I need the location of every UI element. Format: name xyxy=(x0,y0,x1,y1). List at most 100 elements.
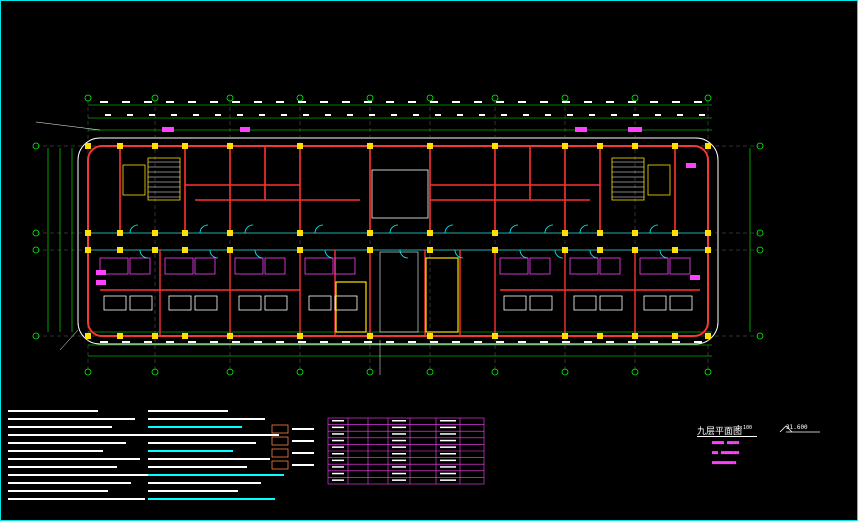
door-swing xyxy=(254,249,264,259)
dimension-label xyxy=(606,101,614,103)
dimension-label xyxy=(523,114,529,116)
dimension-label xyxy=(672,341,680,343)
dimension-label xyxy=(589,114,595,116)
dimension-label xyxy=(518,341,526,343)
dimension-label xyxy=(210,341,218,343)
bed xyxy=(599,295,623,311)
column xyxy=(85,230,91,236)
dimension-label xyxy=(694,101,702,103)
note-line xyxy=(8,410,98,412)
dimension-label xyxy=(144,341,152,343)
bathroom-pod xyxy=(234,257,264,275)
axis-bubble-bottom xyxy=(631,368,639,376)
dimension-label xyxy=(100,101,108,103)
dimension-label xyxy=(276,341,284,343)
bathroom-pod xyxy=(569,257,599,275)
dimension-label xyxy=(364,101,372,103)
column xyxy=(672,247,678,253)
dimension-label xyxy=(650,101,658,103)
dimension-label xyxy=(545,114,551,116)
structural-columns xyxy=(85,143,711,339)
axis-bubble-bottom xyxy=(296,368,304,376)
note-line xyxy=(148,458,270,460)
door-swing xyxy=(209,249,219,259)
column xyxy=(672,230,678,236)
bathroom-pod xyxy=(304,257,334,275)
column xyxy=(492,230,498,236)
dimension-label xyxy=(496,101,504,103)
column xyxy=(705,333,711,339)
dimension-label xyxy=(386,101,394,103)
note-line xyxy=(148,434,279,436)
note-line xyxy=(148,426,242,428)
dimension-label xyxy=(122,341,130,343)
dimension-label xyxy=(677,114,683,116)
dimension-label xyxy=(452,101,460,103)
schedule-cell-text xyxy=(440,472,456,475)
column xyxy=(367,230,373,236)
bathroom-pod xyxy=(99,257,129,275)
column xyxy=(672,143,678,149)
column xyxy=(182,333,188,339)
column xyxy=(562,247,568,253)
dimension-label xyxy=(188,341,196,343)
dimension-label xyxy=(386,341,394,343)
bathroom-pod xyxy=(599,257,621,275)
room-schedule-table xyxy=(327,417,485,485)
schedule-cell-text xyxy=(332,459,344,462)
dimension-label xyxy=(166,101,174,103)
schedule-cell-text xyxy=(332,446,344,448)
column xyxy=(427,333,433,339)
bathroom-pod xyxy=(194,257,216,275)
axis-bubble-left xyxy=(32,246,40,254)
dimension-label xyxy=(298,341,306,343)
bed xyxy=(238,295,262,311)
dimension-label xyxy=(562,341,570,343)
note-line xyxy=(8,458,140,460)
axis-bubble-left xyxy=(32,332,40,340)
axis-bubble-top xyxy=(704,94,712,102)
door-swing xyxy=(509,224,519,234)
column xyxy=(297,143,303,149)
north-room-walls xyxy=(119,146,676,233)
column xyxy=(597,333,603,339)
column xyxy=(632,247,638,253)
dimension-label xyxy=(320,341,328,343)
dimension-label xyxy=(408,341,416,343)
door-swing xyxy=(554,249,564,259)
dimension-label xyxy=(567,114,573,116)
grid-lines xyxy=(36,100,760,372)
dimension-label xyxy=(259,114,265,116)
dimension-label xyxy=(518,101,526,103)
dimension-label xyxy=(100,341,108,343)
note-line xyxy=(148,482,261,484)
dimension-label xyxy=(672,101,680,103)
axis-bubble-bottom xyxy=(151,368,159,376)
bed xyxy=(103,295,127,311)
dimension-label xyxy=(254,341,262,343)
legend-label xyxy=(292,440,314,442)
legend-swatch xyxy=(271,460,289,470)
schedule-cell-text xyxy=(332,433,344,435)
grid-axis-bubbles xyxy=(32,94,764,376)
note-line xyxy=(148,466,247,468)
column xyxy=(492,333,498,339)
dimension-label xyxy=(342,101,350,103)
column xyxy=(117,333,123,339)
note-line xyxy=(8,418,135,420)
stairs xyxy=(122,157,671,201)
note-line xyxy=(8,466,117,468)
building-outline xyxy=(77,137,719,345)
schedule-cell-text xyxy=(332,420,344,422)
door-swing xyxy=(579,224,589,234)
schedule-cell-text xyxy=(332,472,344,475)
door-swing xyxy=(314,224,324,234)
axis-bubble-top xyxy=(491,94,499,102)
legend-swatch xyxy=(271,448,289,458)
bed xyxy=(194,295,218,311)
schedule-cell-text xyxy=(332,439,344,442)
dimension-label xyxy=(650,341,658,343)
column xyxy=(297,333,303,339)
bed xyxy=(643,295,667,311)
